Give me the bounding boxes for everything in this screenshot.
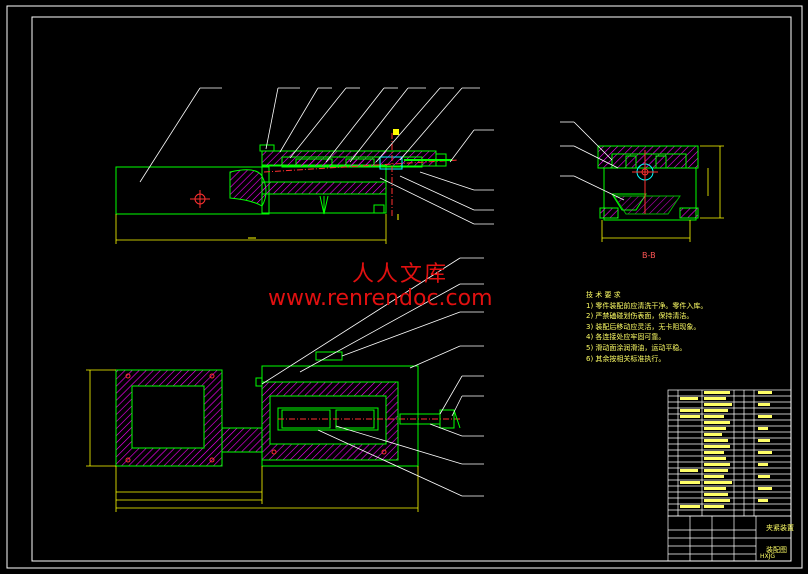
- watermark-text: 人人文库: [352, 262, 449, 287]
- notes-line: 6) 其余按相关标准执行。: [586, 354, 666, 363]
- inner-border: [31, 16, 792, 562]
- watermark-url[interactable]: www.renrendoc.com: [268, 286, 493, 311]
- notes-line: 4) 各连接处应牢固可靠。: [586, 333, 666, 342]
- title-code: HXJG: [760, 553, 775, 560]
- leaders-plan-view: [261, 257, 484, 497]
- side-elevation-view: [115, 129, 459, 244]
- notes-line: 5) 滑动面涂润滑油，运动平稳。: [586, 343, 687, 352]
- outer-border: [6, 5, 803, 569]
- title-name: 夹紧装置: [766, 523, 794, 532]
- leaders-section: [560, 121, 625, 201]
- notes-line: 3) 装配后移动应灵活，无卡阻现象。: [586, 322, 701, 331]
- parts-list-text: [680, 391, 772, 508]
- technical-notes: 技 术 要 求 1) 零件装配前应清洗干净。零件入库。 2) 严禁磕碰划伤表面，…: [586, 290, 707, 364]
- title-drawing: 装配图: [766, 545, 787, 554]
- plan-view: [86, 351, 461, 512]
- section-bb-view: [597, 145, 724, 242]
- notes-line: 2) 严禁磕碰划伤表面，保持清洁。: [586, 312, 694, 321]
- parts-list-table: [667, 389, 792, 517]
- section-label: B-B: [642, 251, 656, 260]
- title-block: [667, 515, 792, 562]
- notes-title: 技 术 要 求: [586, 291, 621, 299]
- leaders-top-view: [139, 87, 494, 225]
- notes-line: 1) 零件装配前应清洗干净。零件入库。: [586, 301, 708, 310]
